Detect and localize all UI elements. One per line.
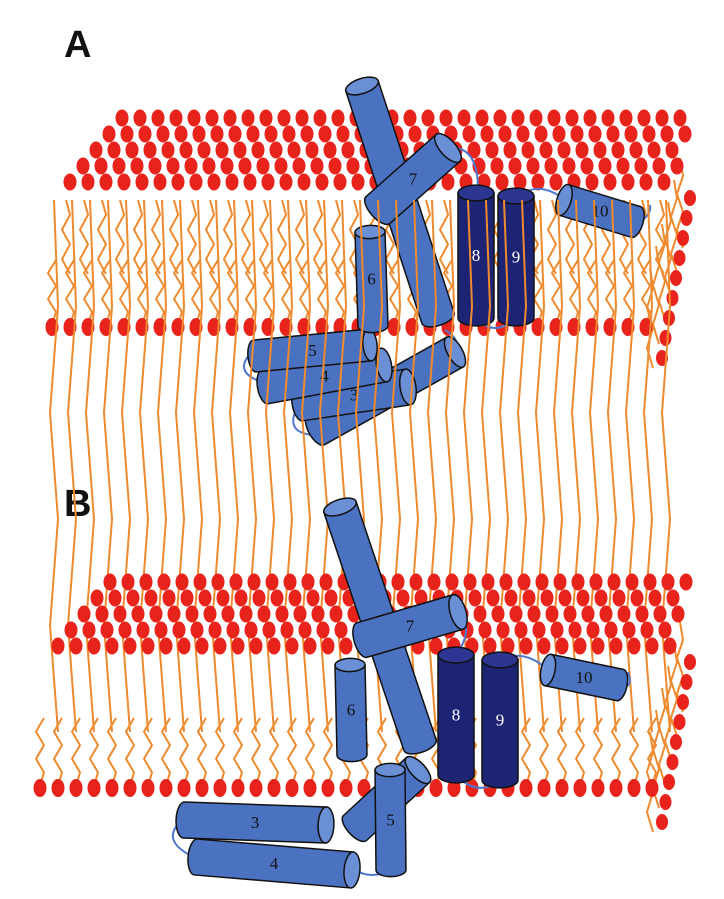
panel-a-helix-8-label: 8	[472, 246, 481, 265]
panel-b-helix-7	[352, 593, 468, 659]
panel-b-helix-10-body	[543, 653, 629, 702]
panel-b-helix-1-end	[322, 497, 358, 517]
panel-a-helix-9-end	[497, 187, 535, 205]
panel-b-helix-5-label: 5	[386, 811, 395, 830]
panel-b-helix-7-end	[448, 593, 468, 631]
panel-b-helix-9-label: 9	[496, 711, 505, 730]
panel-b-helix-4-body	[187, 838, 355, 889]
panel-b-helix-3-label: 3	[251, 813, 260, 832]
panel-a-helix-4-label: 4	[320, 367, 329, 386]
panel-b-helix-8-body	[437, 654, 475, 784]
panel-b-helix-6-end	[334, 657, 366, 673]
panel-a-helix-2-end	[443, 335, 467, 369]
panel-b-helix-3	[175, 801, 335, 844]
panel-b-helix-4	[187, 838, 361, 889]
panel-b-helix-8	[437, 646, 475, 784]
panel-a-helix-7-label: 7	[409, 170, 418, 189]
panel-b-helix-5	[374, 762, 407, 878]
panel-a-helix-1-end	[344, 76, 380, 96]
panel-a-helix-7-body	[363, 133, 461, 226]
panel-b-helix-6-body	[334, 663, 368, 763]
panel-b-helices: 23541098167	[171, 497, 631, 889]
panel-a-helix-9-label: 9	[512, 248, 521, 267]
panel-b-helix-10	[539, 653, 629, 702]
panel-b-helix-10-end	[539, 653, 557, 687]
panel-b: B 23541098167	[33, 199, 696, 889]
panel-b-helix-7-body	[352, 593, 464, 659]
panel-b-helix-8-end	[437, 646, 475, 664]
panel-a-helix-8-body	[457, 192, 495, 327]
panel-b-helix-9-end	[481, 651, 519, 669]
panel-b-helix-4-label: 4	[270, 854, 279, 873]
panel-a-helix-3-label: 3	[350, 386, 359, 405]
panel-b-letter: B	[64, 483, 91, 525]
panel-b-helix-9	[481, 651, 519, 789]
panel-b-helix-6-label: 6	[347, 701, 356, 720]
panel-b-helix-10-label: 10	[576, 668, 593, 687]
panel-b-helix-4-end	[343, 851, 361, 889]
panel-a-helix-10-label: 10	[592, 202, 609, 221]
panel-b-helix-8-label: 8	[452, 706, 461, 725]
panel-b-helix-2-end	[404, 755, 432, 785]
panel-a-helix-6-label: 6	[367, 270, 376, 289]
panel-a-letter: A	[64, 24, 91, 66]
panel-b-helix-5-body	[374, 769, 407, 878]
panel-b-helix-3-body	[175, 801, 328, 844]
panel-b-helix-6	[334, 657, 368, 763]
panel-a-helix-7	[363, 132, 463, 226]
panel-a-helix-5-label: 5	[308, 341, 317, 360]
panel-b-helix-9-body	[481, 659, 519, 789]
panel-a-helix-8-end	[457, 184, 495, 202]
panel-a-helix-8	[457, 184, 495, 327]
panel-b-helix-5-end	[374, 762, 406, 778]
panel-a-helix-7-end	[433, 132, 463, 164]
panel-a-helix-10	[555, 183, 645, 239]
panel-b-helix-7-label: 7	[406, 617, 415, 636]
panel-b-helix-3-end	[317, 806, 335, 844]
panel-a-helix-6-end	[354, 224, 386, 240]
